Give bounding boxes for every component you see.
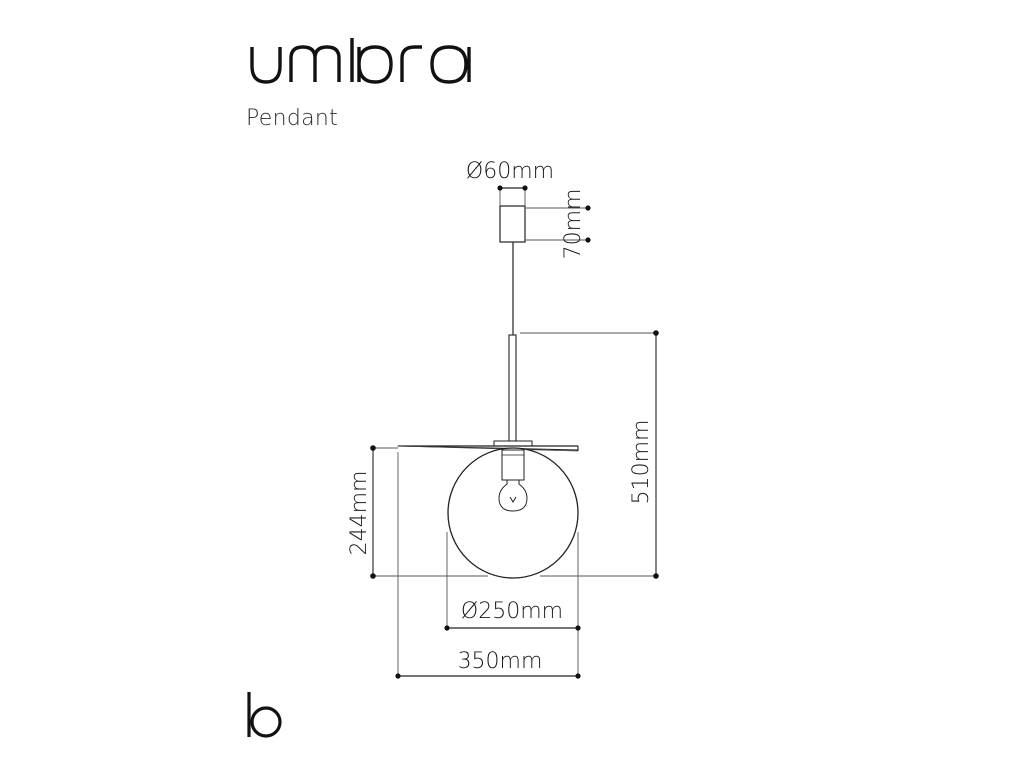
disc-width-label: 350mm: [458, 649, 543, 674]
lamp-socket: [501, 449, 525, 481]
stem-tube: [508, 334, 517, 442]
dimension-lines: [372, 187, 657, 677]
canopy-diameter-label: Ø60mm: [466, 159, 554, 184]
disc-hub: [493, 440, 533, 447]
canopy-height-label: 70mm: [561, 189, 586, 260]
brand-monogram-logo: b: [247, 692, 282, 738]
pendant-lamp-drawing: [397, 205, 579, 579]
globe-diameter-label: Ø250mm: [461, 599, 563, 624]
bulb-icon: [498, 479, 528, 512]
glass-globe: [447, 447, 579, 579]
globe-height-label: 244mm: [347, 471, 372, 556]
overall-height-label: 510mm: [629, 420, 654, 505]
dimension-end-dots: [370, 185, 659, 679]
canopy: [499, 205, 526, 243]
brand-wordmark-logo: umbra: [250, 38, 471, 84]
product-type-label: Pendant: [246, 106, 339, 131]
